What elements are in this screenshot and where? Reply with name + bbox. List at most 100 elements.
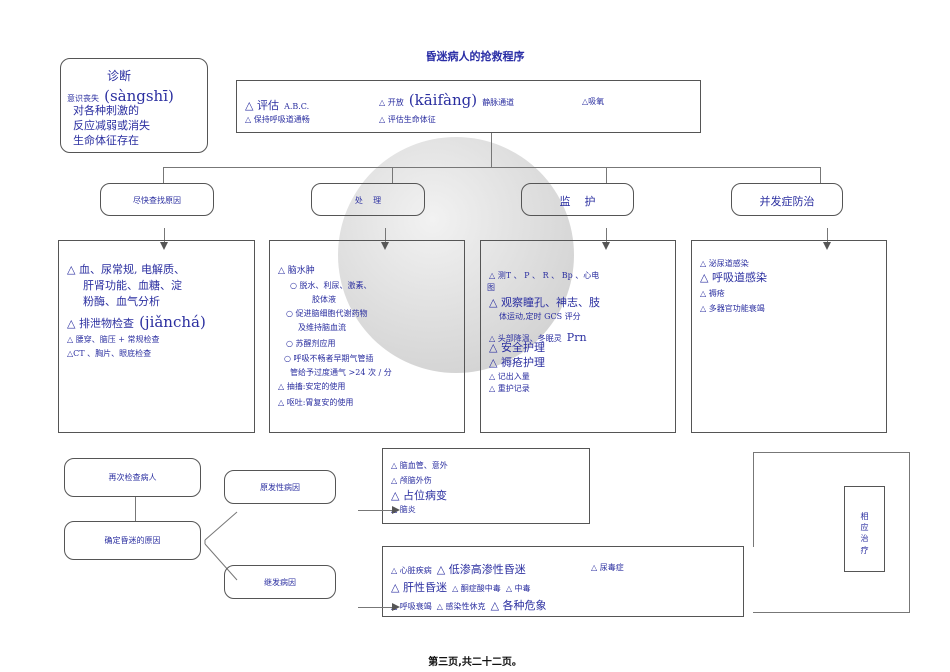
secondary-b1: △ 肝性昏迷: [391, 581, 447, 594]
col4-line1: △ 泌尿道感染: [700, 259, 749, 268]
assessment-box: △ 评估 A.B.C. △ 开放 (kāifàng) 静脉通道 △吸氧 △ 保持…: [236, 80, 701, 133]
secondary-row3: △ 呼吸衰竭 △ 感染性休克 △ 各种危象: [391, 593, 547, 615]
diagnosis-box: 诊断 意识丧失 (sàngshī) 对各种刺激的 反应减弱或消失 生命体征存在: [60, 58, 208, 153]
assess-item1-abc: A.B.C.: [284, 102, 310, 111]
assess-item2-suffix: 静脉通道: [482, 98, 515, 107]
col1-line4: △ 排泄物检查 (jiǎnchá): [67, 311, 206, 333]
col2-line6: ○ 苏醒剂应用: [286, 339, 336, 348]
secondary-a2: △ 低渗高渗性昏迷: [436, 563, 526, 576]
col1-line1: △ 血、尿常规, 电解质、: [67, 263, 185, 276]
category-find-cause: 尽快查找原因: [100, 183, 214, 216]
arrow-down-icon: [160, 242, 168, 250]
primary-cause-box: 原发性病因: [224, 470, 336, 504]
col1-line5: △ 腰穿、脑压 + 常规检查: [67, 335, 160, 344]
connector: [606, 167, 607, 183]
col2-line7: ○ 呼吸不畅者早期气管插: [284, 354, 374, 363]
col4-line2: △ 呼吸道感染: [700, 271, 767, 284]
connector: [163, 167, 820, 168]
diagnosis-line3: 反应减弱或消失: [73, 119, 150, 132]
col3-line8: △ 记出入量: [489, 372, 530, 381]
arrow-right-icon: [392, 603, 400, 611]
connector: [909, 452, 910, 612]
page-footer: 第三页,共二十二页。: [428, 657, 522, 668]
connector: [385, 228, 386, 242]
secondary-b3: △ 中毒: [505, 584, 531, 593]
treatment-panel: △ 脑水肿 ○ 脱水、利尿、激素、 胶体液 ○ 促进脑细胞代谢药物 及维持脑血流…: [269, 240, 465, 433]
col2-line10: △ 呕吐:胃复安的使用: [278, 398, 354, 407]
col1-line4-pinyin: (jiǎnchá): [139, 313, 206, 331]
secondary-row2: △ 肝性昏迷 △ 酮症酸中毒 △ 中毒: [391, 575, 531, 597]
assess-item3: △吸氧: [582, 97, 605, 106]
confirm-cause-box: 确定昏迷的原因: [64, 521, 201, 560]
secondary-cause-box: 继发病因: [224, 565, 336, 599]
col1-line4-prefix: △ 排泄物检查: [67, 317, 134, 330]
col3-line7: △ 褥疮护理: [489, 356, 545, 369]
connector: [135, 497, 136, 521]
connector: [358, 607, 394, 608]
connector: [163, 167, 164, 183]
watermark-circle: [338, 137, 574, 373]
secondary-a3: △ 尿毒症: [591, 563, 624, 572]
secondary-cause-label: 继发病因: [264, 578, 296, 587]
col2-line3: 胶体液: [312, 295, 336, 304]
arrow-down-icon: [381, 242, 389, 250]
secondary-a1: △ 心脏疾病: [391, 566, 432, 575]
primary-cause-label: 原发性病因: [260, 483, 300, 492]
col2-line2: ○ 脱水、利尿、激素、: [290, 281, 372, 290]
category-monitoring: 监 护: [521, 183, 634, 216]
primary-line2: △ 颅脑外伤: [391, 476, 432, 485]
connector: [606, 228, 607, 242]
col1-line6: △CT 、胸片、眼底检查: [67, 349, 152, 358]
col2-line4: ○ 促进脑细胞代谢药物: [286, 309, 368, 318]
primary-line3: △ 占位病变: [391, 489, 447, 502]
category-find-cause-label: 尽快查找原因: [133, 196, 181, 205]
connector: [491, 133, 492, 167]
col3-line4: 体运动,定时 GCS 评分: [499, 312, 581, 321]
category-complications-label: 并发症防治: [759, 195, 815, 208]
diagnosis-line4: 生命体征存在: [73, 134, 139, 147]
primary-line1: △ 脑血管、意外: [391, 461, 448, 470]
assess-item2-pinyin: (kāifàng): [408, 91, 478, 109]
secondary-c3: △ 各种危象: [490, 599, 547, 612]
category-treatment: 处 理: [311, 183, 425, 216]
primary-line4: △ 脑炎: [391, 505, 416, 514]
col3-line3: △ 观察瞳孔、神志、肢: [489, 296, 600, 309]
monitoring-panel: △ 测T 、 P 、 R 、 Bp 、心电 图 △ 观察瞳孔、神志、肢 体运动,…: [480, 240, 676, 433]
treatment-action-box: 相应治疗: [844, 486, 885, 572]
diagnosis-line1-pinyin: (sàngshī): [104, 87, 174, 105]
diagnosis-heading: 诊断: [107, 69, 132, 83]
page-title: 昏迷病人的抢救程序: [425, 50, 525, 63]
category-monitoring-label: 监 护: [559, 195, 596, 208]
col3-line9: △ 重护记录: [489, 384, 530, 393]
connector: [820, 167, 821, 183]
recheck-label: 再次检查病人: [108, 473, 157, 482]
col3-line5: △ 头部降温、冬眠灵 Prn: [489, 325, 587, 347]
secondary-row1: △ 心脏疾病 △ 低渗高渗性昏迷: [391, 557, 526, 579]
arrow-down-icon: [602, 242, 610, 250]
confirm-cause-label: 确定昏迷的原因: [104, 536, 161, 545]
assess-item2-prefix: △ 开放: [379, 98, 404, 107]
find-cause-panel: △ 血、尿常规, 电解质、 肝肾功能、血糖、淀 粉酶、血气分析 △ 排泄物检查 …: [58, 240, 255, 433]
assess-row1b: △ 开放 (kāifàng) 静脉通道: [379, 89, 514, 111]
secondary-causes-panel: △ 心脏疾病 △ 低渗高渗性昏迷 △ 尿毒症 △ 肝性昏迷 △ 酮症酸中毒 △ …: [382, 546, 744, 617]
category-treatment-label: 处 理: [354, 196, 382, 205]
col3-line6: △ 安全护理: [489, 341, 545, 354]
assess-row1: △ 评估 A.B.C.: [245, 93, 309, 115]
complications-panel: △ 泌尿道感染 △ 呼吸道感染 △ 褥疮 △ 多器官功能衰竭: [691, 240, 887, 433]
col2-line5: 及维持脑血流: [298, 323, 346, 332]
col3-line1: △ 测T 、 P 、 R 、 Bp 、心电: [489, 271, 600, 280]
diagnosis-line1-small: 意识丧失: [67, 94, 99, 103]
arrow-right-icon: [392, 506, 400, 514]
connector: [358, 510, 394, 511]
col4-line4: △ 多器官功能衰竭: [700, 304, 765, 313]
connector: [827, 228, 828, 242]
col4-line3: △ 褥疮: [700, 289, 725, 298]
assess-item5: △ 评估生命体征: [379, 115, 436, 124]
primary-causes-panel: △ 脑血管、意外 △ 颅脑外伤 △ 占位病变 △ 脑炎: [382, 448, 590, 524]
col3-line5-prn: Prn: [566, 331, 587, 344]
col1-line2: 肝肾功能、血糖、淀: [83, 279, 182, 292]
assess-item4: △ 保持呼吸道通畅: [245, 115, 310, 124]
col1-line3: 粉酶、血气分析: [83, 295, 160, 308]
assess-item1: △ 评估: [245, 99, 279, 112]
col3-line5-prefix: △ 头部降温、冬眠灵: [489, 334, 562, 343]
